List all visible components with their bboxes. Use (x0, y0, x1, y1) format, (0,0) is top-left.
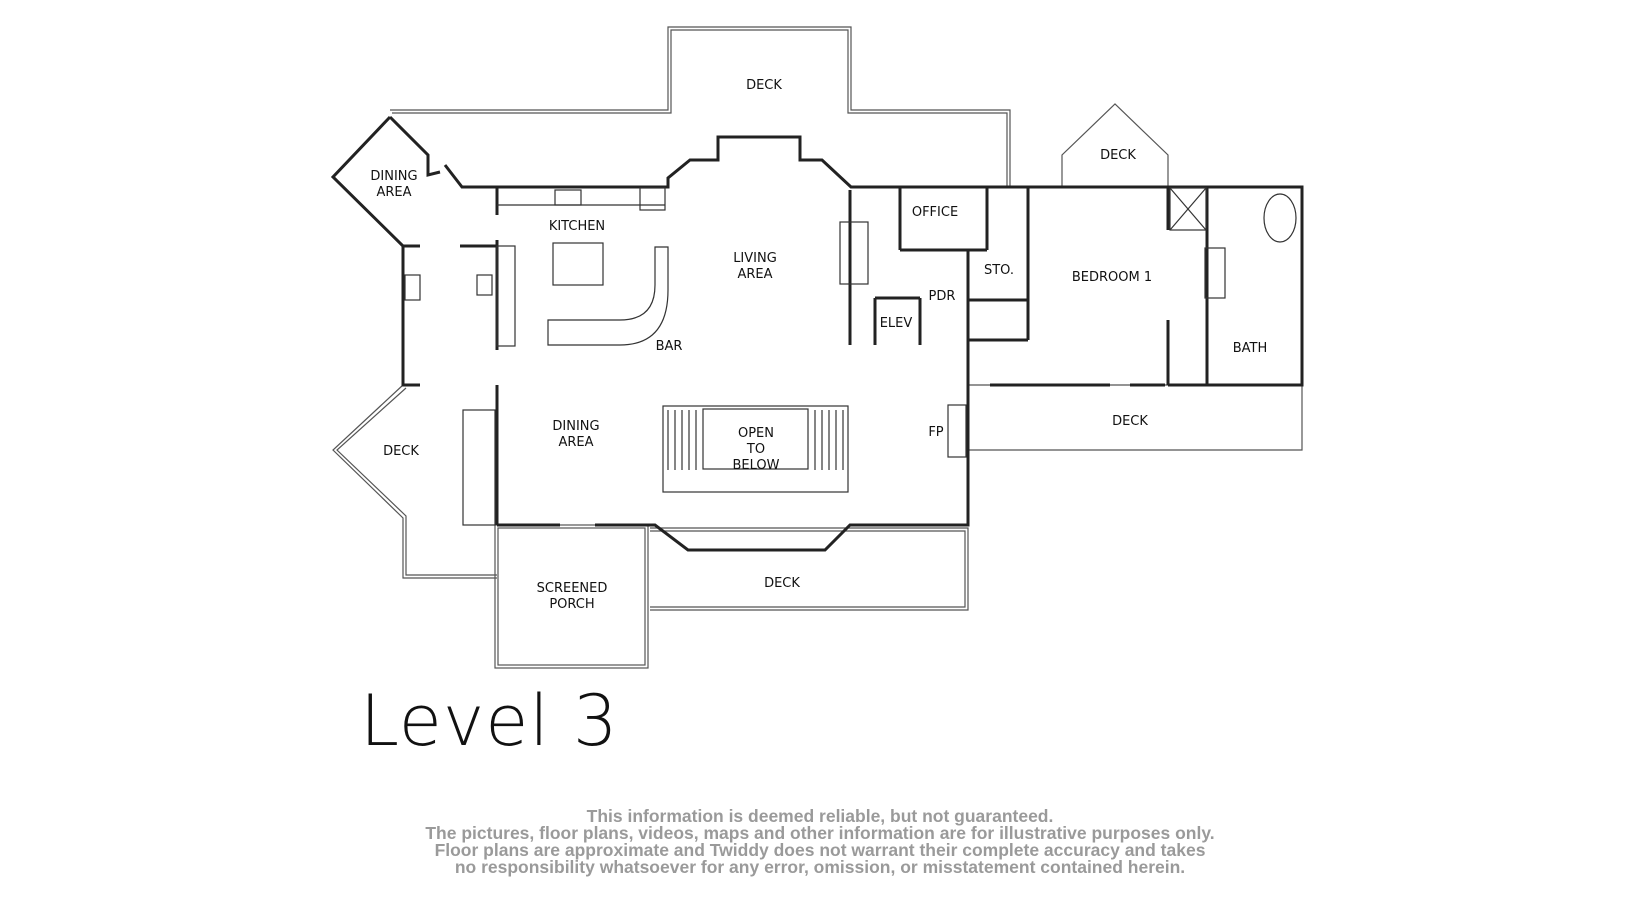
label-sto: STO. (984, 263, 1014, 278)
fixtures (404, 187, 1297, 526)
label-deck-top: DECK (746, 78, 782, 93)
disclaimer-line: Floor plans are approximate and Twiddy d… (434, 840, 1206, 860)
label-bath: BATH (1233, 341, 1268, 356)
disclaimer-line: The pictures, floor plans, videos, maps … (425, 823, 1215, 843)
label-dining-nw-1: DINING (370, 169, 417, 184)
level-title: Level 3 (360, 680, 619, 762)
stairs (462, 409, 844, 526)
label-living-1: LIVING (733, 251, 777, 266)
label-open-1: OPEN (738, 426, 774, 441)
label-bar: BAR (656, 339, 683, 354)
label-living-2: AREA (737, 267, 772, 282)
room-labels: DECK DINING AREA KITCHEN LIVING AREA BAR… (370, 78, 1267, 612)
disclaimer: This information is deemed reliable, but… (380, 806, 1260, 877)
disclaimer-line: no responsibility whatsoever for any err… (454, 857, 1186, 877)
label-elev: ELEV (880, 316, 913, 331)
deck-outlines (332, 26, 1303, 669)
label-deck-east: DECK (1112, 414, 1148, 429)
label-deck-south: DECK (764, 576, 800, 591)
label-pdr: PDR (929, 289, 956, 304)
label-bedroom1: BEDROOM 1 (1072, 270, 1152, 285)
exterior-walls (330, 115, 1304, 552)
label-porch-1: SCREENED (537, 581, 608, 596)
label-office: OFFICE (912, 205, 958, 220)
disclaimer-line: This information is deemed reliable, but… (586, 806, 1054, 826)
label-dining-nw-2: AREA (376, 185, 411, 200)
label-open-2: TO (746, 442, 765, 457)
label-dining-2: AREA (558, 435, 593, 450)
label-dining-1: DINING (552, 419, 599, 434)
label-porch-2: PORCH (549, 597, 594, 612)
label-fp: FP (928, 425, 943, 440)
label-kitchen: KITCHEN (549, 219, 605, 234)
label-open-3: BELOW (733, 458, 780, 473)
label-deck-west: DECK (383, 444, 419, 459)
label-deck-ne: DECK (1100, 148, 1136, 163)
